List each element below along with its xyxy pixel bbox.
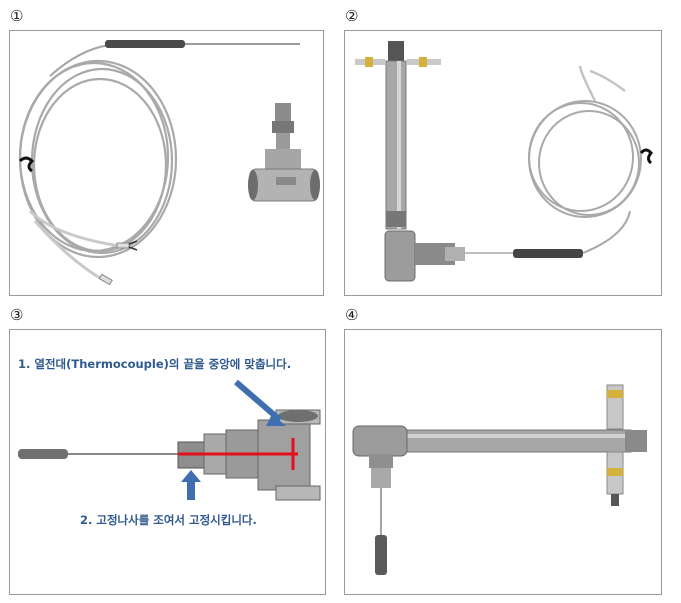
annotation-align-tip: 1. 열전대(Thermocouple)의 끝을 중앙에 맞춥니다.: [18, 357, 292, 371]
step-3-photo: 1. 열전대(Thermocouple)의 끝을 중앙에 맞춥니다. 2. 고정…: [9, 329, 326, 595]
step-number-2: ②: [345, 7, 359, 25]
closeup-illustration: [18, 379, 321, 501]
installed-assembly-illustration: [352, 384, 647, 575]
annotation-tighten-screw: 2. 고정나사를 조여서 고정시킵니다.: [80, 513, 257, 527]
step-number-3: ③: [10, 306, 24, 324]
pipe-tee-fitting: [248, 103, 320, 202]
thermocouple-and-tee-illustration: [18, 40, 320, 286]
step-number-1: ①: [10, 7, 24, 25]
step-number-4: ④: [345, 306, 359, 324]
arrow-indicator-2: [187, 480, 195, 500]
probe-sleeve: [18, 449, 68, 459]
probe-sleeve: [105, 40, 185, 48]
step-2-photo: [344, 30, 662, 296]
step-1-photo: [9, 30, 324, 296]
step-4-photo: [344, 329, 662, 595]
arrow-indicator-1: [234, 379, 282, 423]
cable-coil: [18, 59, 178, 259]
assembly-illustration: [355, 41, 653, 282]
